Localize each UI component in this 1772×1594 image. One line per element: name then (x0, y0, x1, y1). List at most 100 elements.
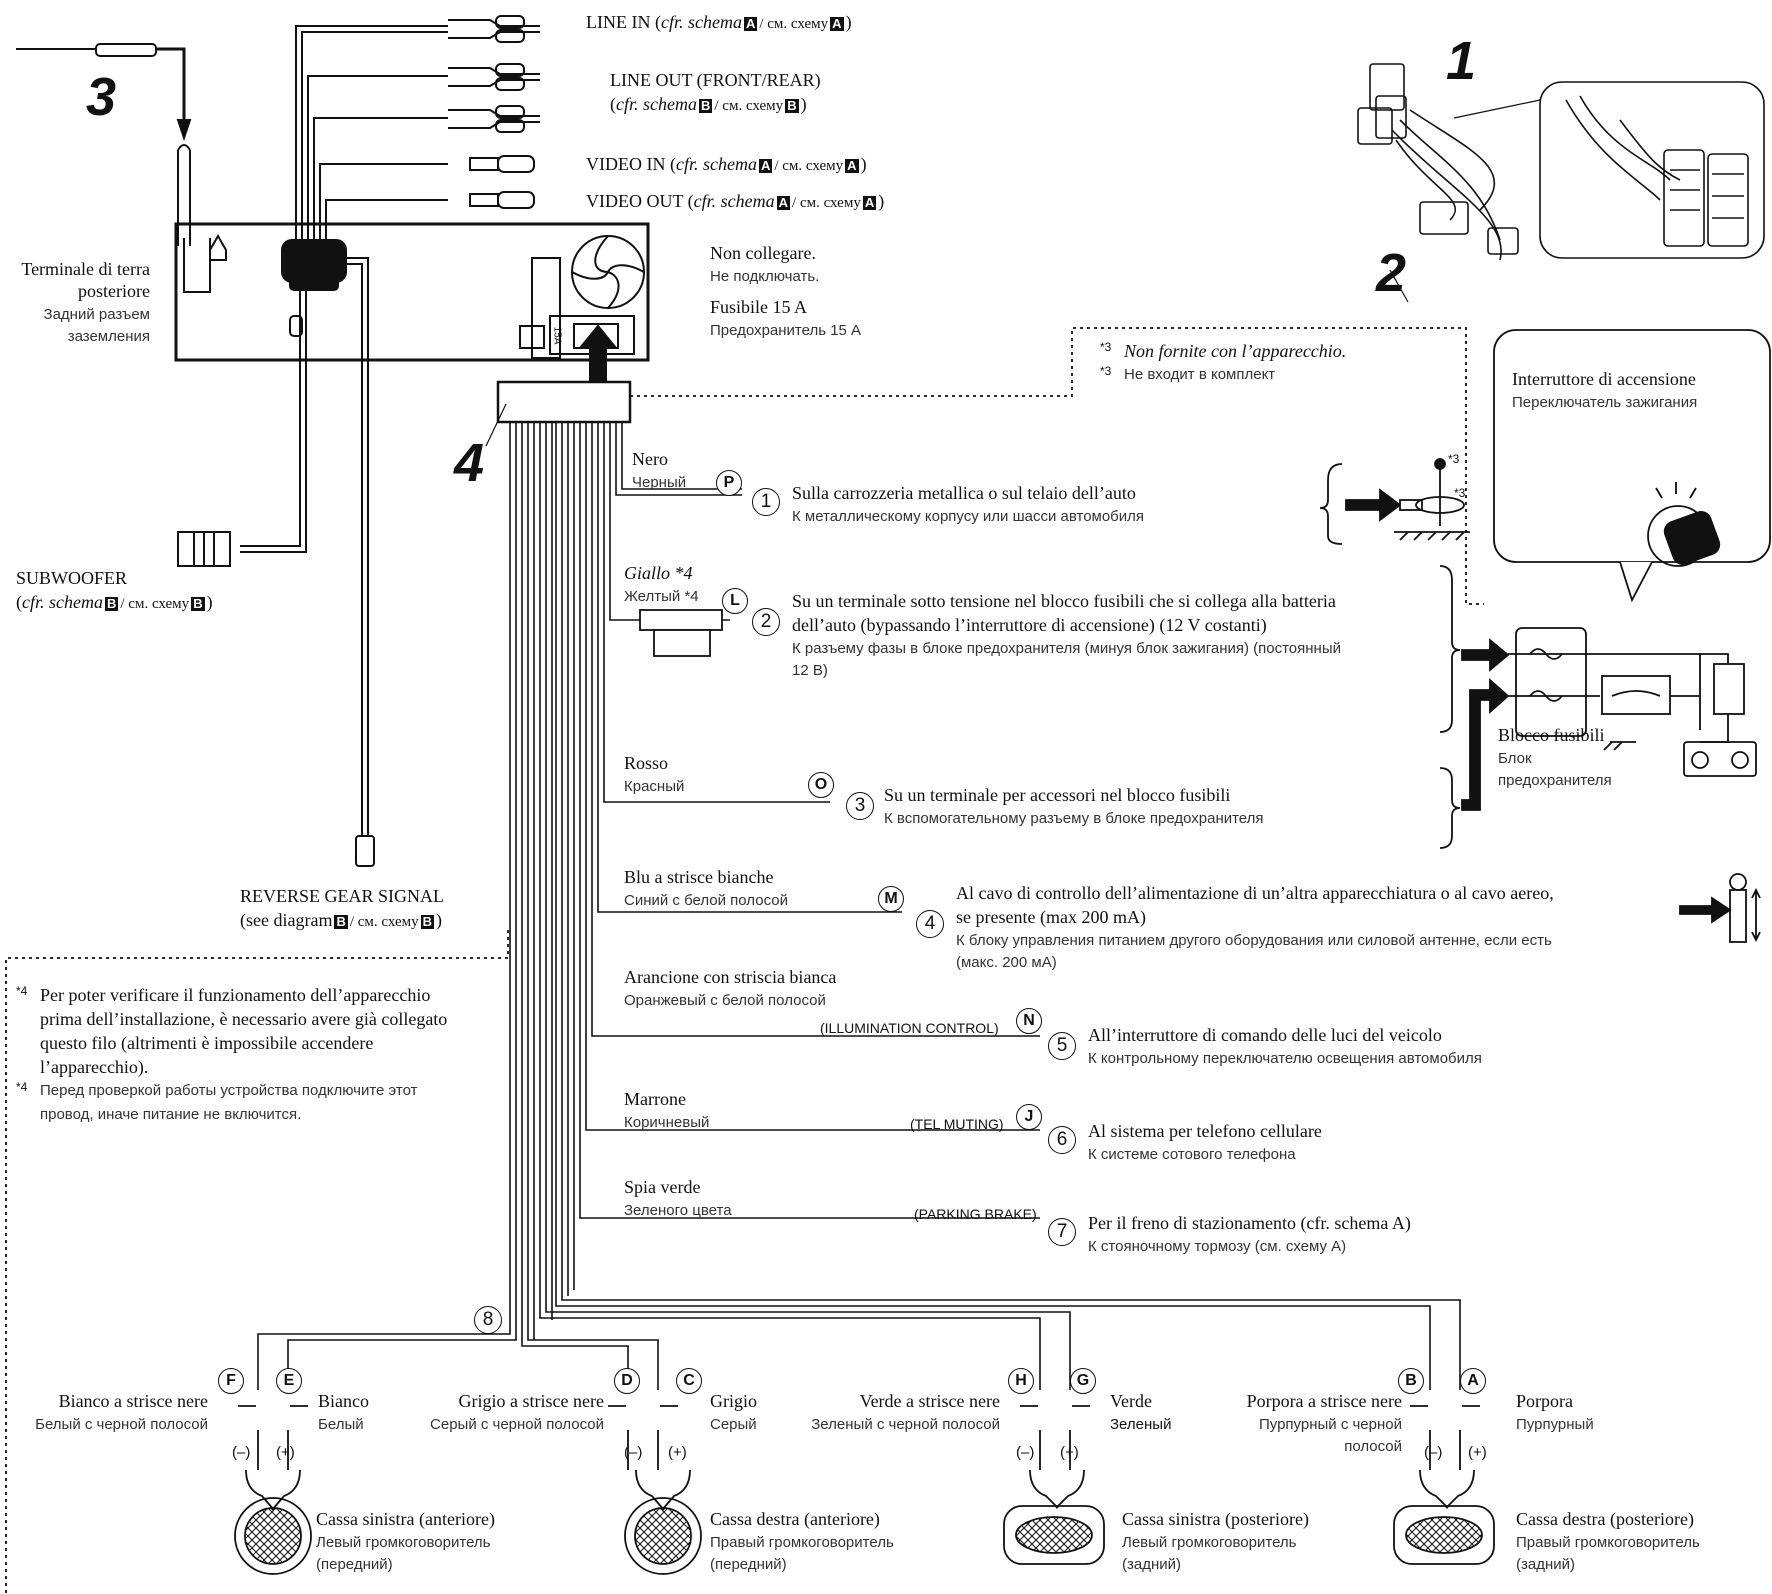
harness-illustration (1357, 63, 1765, 261)
spk2-pos-ru: Серый (710, 1416, 757, 1433)
callout-3: 3 (86, 67, 117, 127)
spk1-name-ru-2: (передний) (316, 1556, 393, 1573)
wire6-letter: J (1016, 1104, 1042, 1130)
wire3-color-ru: Красный (624, 778, 685, 795)
spk1-pos-letter: E (276, 1368, 302, 1394)
spk4-neg-ru-1: Пурпурный с черной (1258, 1416, 1402, 1433)
wire2-letter: L (722, 588, 748, 614)
wire1-dest-it: Sulla carrozzeria metallica o sul telaio… (792, 483, 1136, 503)
wire5-color-it: Arancione con striscia bianca (624, 967, 837, 987)
fuse-block-label-it: Blocco fusibili (1498, 725, 1605, 745)
spk4-plus: (+) (1468, 1444, 1487, 1461)
spk1-minus: (–) (232, 1444, 251, 1461)
line-out-label: LINE OUT (FRONT/REAR) (610, 70, 821, 90)
note3-ru: Не входит в комплект (1124, 366, 1276, 383)
wire6-tag: (TEL MUTING) (910, 1116, 1004, 1132)
callout-2: 2 (1376, 243, 1407, 303)
wire1-number: 1 (752, 488, 780, 516)
note4-ru-2: провод, иначе питание не включится. (40, 1106, 302, 1123)
antenna-plug (95, 43, 157, 57)
no-connect-socket (519, 325, 545, 349)
spk4-name-it: Cassa destra (posteriore) (1516, 1509, 1694, 1529)
spk4-neg-ru-2: полосой (1344, 1438, 1402, 1455)
fuse-block-label-ru-1: Блок (1498, 750, 1532, 767)
note3-mark-ru: *3 (1100, 364, 1112, 378)
spk4-pos-ru: Пурпурный (1516, 1416, 1594, 1433)
spk4-neg-it: Porpora a strisce nere (1246, 1391, 1402, 1411)
wire7-number: 7 (1048, 1218, 1076, 1246)
spk3-name-ru-1: Левый громкоговоритель (1122, 1534, 1297, 1551)
wire2-dest-ru-1: К разъему фазы в блоке предохранителя (м… (792, 640, 1341, 657)
wire6-color-it: Marrone (624, 1089, 686, 1109)
wire7-color-it: Spia verde (624, 1177, 701, 1197)
spk2-pos-letter: C (676, 1368, 702, 1394)
no-connect-label-it: Non collegare. (710, 243, 816, 263)
callout-1: 1 (1446, 31, 1477, 91)
spk2-neg-letter: D (614, 1368, 640, 1394)
spk2-name-ru-2: (передний) (710, 1556, 787, 1573)
spk4-minus: (–) (1424, 1444, 1443, 1461)
spk1-name-it: Cassa sinistra (anteriore) (316, 1509, 495, 1529)
spk3-neg-letter: H (1008, 1368, 1034, 1394)
spk1-name-ru-1: Левый громкоговоритель (316, 1534, 491, 1551)
spk2-name-it: Cassa destra (anteriore) (710, 1509, 880, 1529)
note4-ru-1: Перед проверкой работы устройства подклю… (40, 1082, 418, 1099)
ground-terminal-label-ru-2: заземления (67, 328, 150, 345)
spk3-pos-letter: G (1070, 1368, 1096, 1394)
spk3-name-it: Cassa sinistra (posteriore) (1122, 1509, 1309, 1529)
speakers-graphics (234, 1405, 1495, 1575)
note4-it-1: Per poter verificare il funzionamento de… (40, 985, 431, 1005)
screw-mark-b: *3 (1454, 486, 1466, 500)
speaker-bundle-number: 8 (474, 1306, 502, 1334)
wire1-dest-ru: К металлическому корпусу или шасси автом… (792, 508, 1145, 525)
wire4-dest-ru-1: К блоку управления питанием другого обор… (956, 932, 1552, 949)
wire2-dest-ru-2: 12 В) (792, 662, 828, 679)
wire3-dest-ru: К вспомогательному разъему в блоке предо… (884, 810, 1264, 827)
wire7-dest-it: Per il freno di stazionamento (cfr. sche… (1088, 1213, 1411, 1233)
wire3-dest-it: Su un terminale per accessori nel blocco… (884, 785, 1231, 805)
no-connect-label-ru: Не подключать. (710, 268, 820, 285)
wire4-dest-it-1: Al cavo di controllo dell’alimentazione … (956, 883, 1554, 903)
wire2-color-ru: Желтый *4 (624, 588, 699, 605)
wire6-color-ru: Коричневый (624, 1114, 710, 1131)
wire1-color-it: Nero (632, 449, 668, 469)
wire4-dest-it-2: se presente (max 200 mA) (956, 907, 1146, 927)
wire5-number: 5 (1048, 1032, 1076, 1060)
fuse-block (1515, 627, 1587, 737)
spk2-plus: (+) (668, 1444, 687, 1461)
wire2-dest-it-2: dell’auto (bypassando l’interruttore di … (792, 615, 1267, 635)
fuse-rating-mark: 15A (551, 326, 563, 345)
ignition-label-it: Interruttore di accensione (1512, 369, 1696, 389)
wire5-dest-ru: К контрольному переключателю освещения а… (1088, 1050, 1482, 1067)
spk2-name-ru-1: Правый громкоговоритель (710, 1534, 894, 1551)
wire3-letter: O (808, 772, 834, 798)
wire4-dest-ru-2: (макс. 200 мА) (956, 954, 1057, 971)
note3-it: Non fornite con l’apparecchio. (1124, 341, 1347, 361)
wire3-color-it: Rosso (624, 753, 669, 773)
wire5-dest-it: All’interruttore di comando delle luci d… (1088, 1025, 1442, 1045)
note3-mark: *3 (1100, 340, 1112, 354)
wire7-color-ru: Зеленого цвета (624, 1202, 732, 1219)
spk2-minus: (–) (624, 1444, 643, 1461)
rca-plugs (448, 15, 540, 209)
spk2-neg-it: Grigio a strisce nere (458, 1391, 604, 1411)
wire5-tag: (ILLUMINATION CONTROL) (820, 1020, 999, 1036)
fuse-block-label-ru-2: предохранителя (1498, 772, 1612, 789)
ground-terminal-label-it-1: Terminale di terra (21, 259, 150, 279)
fuse-label-ru: Предохранитель 15 А (710, 322, 862, 339)
spk3-name-ru-2: (задний) (1122, 1556, 1182, 1573)
wire7-dest-ru: К стояночному тормозу (см. схему A) (1088, 1238, 1347, 1255)
subwoofer-label: SUBWOOFER (16, 568, 128, 588)
wire1-color-ru: Черный (632, 474, 687, 491)
note4-it-4: l’apparecchio). (40, 1057, 149, 1077)
fuse-label-it: Fusibile 15 A (710, 297, 808, 317)
wire1-letter: P (716, 470, 742, 496)
wire2-number: 2 (752, 608, 780, 636)
wire4-color-ru: Синий с белой полосой (624, 892, 788, 909)
wire5-letter: N (1016, 1008, 1042, 1034)
spk3-pos-it: Verde (1110, 1391, 1152, 1411)
